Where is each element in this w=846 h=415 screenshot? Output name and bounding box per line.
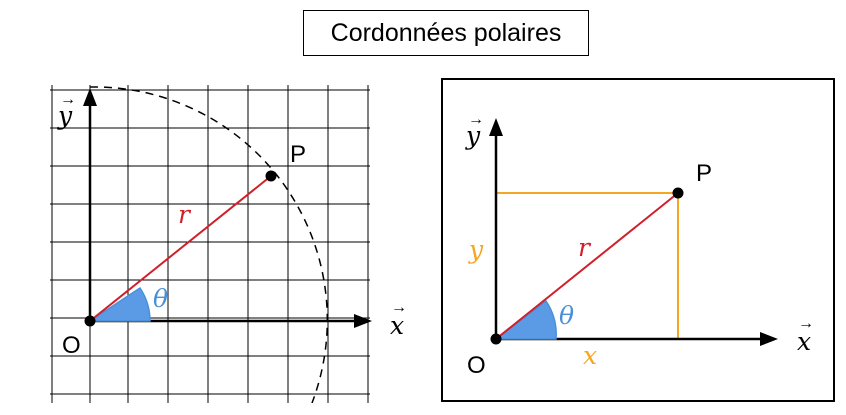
angle-label: θ: [559, 301, 574, 330]
projection-lines: [496, 192, 679, 339]
x-axis-label: x: [390, 311, 404, 340]
point-p-label: P: [290, 141, 306, 168]
y-axis-arrowhead: [83, 88, 97, 106]
y-axis-label: y: [465, 121, 481, 150]
y-axis-vector-arrow: →: [468, 111, 484, 128]
origin-point: [84, 315, 96, 327]
radius-segment: [89, 175, 272, 322]
origin-point: [490, 333, 502, 345]
x-axis-label: x: [797, 327, 811, 356]
y-axis-vector-arrow: →: [60, 91, 76, 108]
y-axis-label: y: [57, 101, 73, 130]
origin-label: O: [62, 332, 81, 359]
radius-segment: [495, 192, 679, 340]
right-figure: P O r θ y x y → x →: [441, 78, 835, 402]
radius-circle-arc: [89, 86, 329, 403]
grid: [50, 85, 370, 403]
origin-label: O: [467, 352, 486, 379]
radius-label: r: [178, 200, 192, 229]
radius-label: r: [578, 233, 592, 262]
angle-wedge: [87, 286, 151, 322]
left-figure: P O r θ y → x →: [50, 85, 407, 403]
y-axis-arrowhead: [489, 118, 503, 136]
page-title: Cordonnées polaires: [303, 10, 589, 56]
point-p: [265, 170, 277, 182]
point-p-label: P: [696, 160, 712, 187]
point-p: [672, 187, 684, 199]
x-axis-vector-arrow: →: [391, 299, 407, 316]
x-axis-arrowhead: [354, 314, 372, 328]
x-axis-vector-arrow: →: [798, 315, 814, 332]
angle-wedge: [493, 299, 557, 340]
y-component-label: y: [468, 235, 484, 264]
x-component-label: x: [583, 341, 597, 370]
x-axis-arrowhead: [760, 332, 778, 346]
right-figure-frame: [441, 78, 835, 402]
angle-label: θ: [153, 284, 168, 313]
